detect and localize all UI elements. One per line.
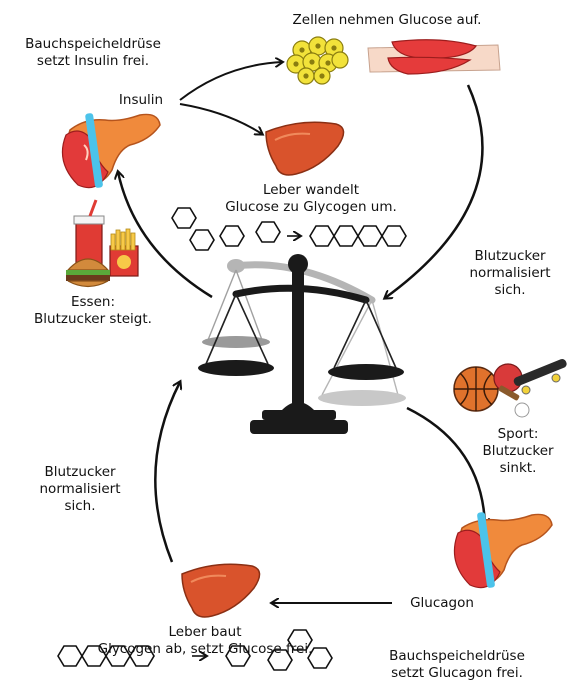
label-pancreas-glucagon: Bauchspeicheldrüse setzt Glucagon frei. <box>389 648 525 681</box>
label-cells-take-glucose: Zellen nehmen Glucose auf. <box>292 12 482 28</box>
label-glucagon: Glucagon <box>410 595 474 611</box>
liver-icon-top <box>265 121 345 176</box>
balance-scale-icon <box>198 254 406 434</box>
label-normalizes-right: Blutzucker normalisiert sich. <box>469 248 551 298</box>
pancreas-icon-top <box>61 113 161 189</box>
glycogen-to-glucose-hexagons <box>57 629 333 671</box>
muscle-icon <box>367 39 501 75</box>
arrow-liver-to-scale <box>154 382 180 563</box>
food-icon <box>66 199 139 288</box>
label-normalizes-left: Blutzucker normalisiert sich. <box>39 464 121 514</box>
arrow-insulin-to-liver <box>179 103 262 134</box>
label-sport: Sport: Blutzucker sinkt. <box>482 426 554 476</box>
label-liver-breaks-down: Leber baut Glycogen ab, setzt Glucose fr… <box>97 624 313 657</box>
liver-icon-bottom <box>181 563 261 618</box>
label-insulin: Insulin <box>118 92 164 108</box>
label-eating: Essen: Blutzucker steigt. <box>34 294 152 327</box>
fat-cells-icon <box>286 36 349 85</box>
glucose-to-glycogen-hexagons <box>171 207 407 251</box>
arrow-eating-to-pancreas <box>118 172 213 299</box>
arrow-insulin-to-cells <box>179 62 282 101</box>
sport-icon <box>453 359 567 418</box>
pancreas-icon-bottom <box>453 512 553 589</box>
arrow-scale-to-pancreas <box>406 406 485 525</box>
label-pancreas-insulin: Bauchspeicheldrüse setzt Insulin frei. <box>25 36 161 69</box>
arrow-cells-to-scale <box>385 84 484 298</box>
label-liver-converts: Leber wandelt Glucose zu Glycogen um. <box>225 182 397 215</box>
